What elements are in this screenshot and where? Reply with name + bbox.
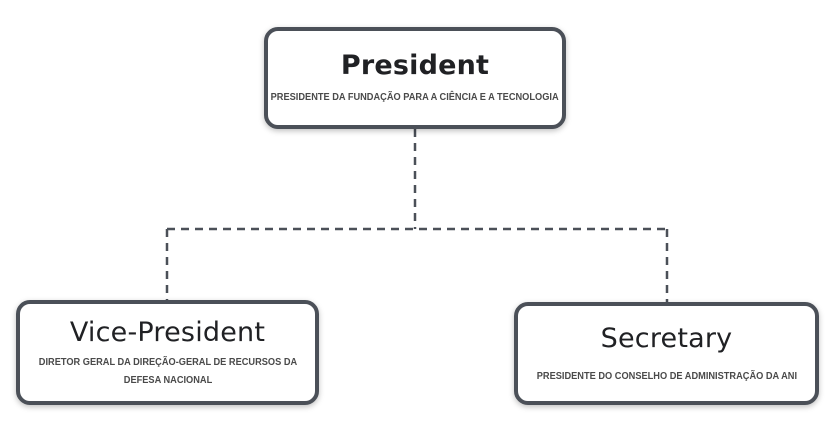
node-secretary: Secretary PRESIDENTE DO CONSELHO DE ADMI… bbox=[514, 302, 819, 405]
node-title: Secretary bbox=[600, 322, 733, 354]
node-title: President bbox=[340, 50, 490, 81]
node-vice-president: Vice-President DIRETOR GERAL DA DIREÇÃO-… bbox=[16, 300, 319, 405]
node-subtitle: DIRETOR GERAL DA DIREÇÃO-GERAL DE RECURS… bbox=[38, 355, 297, 386]
node-title: Vice-President bbox=[69, 316, 266, 348]
node-subtitle: PRESIDENTE DO CONSELHO DE ADMINISTRAÇÃO … bbox=[536, 369, 797, 382]
node-subtitle: PRESIDENTE DA FUNDAÇÃO PARA A CIÊNCIA E … bbox=[271, 91, 560, 103]
node-president: President PRESIDENTE DA FUNDAÇÃO PARA A … bbox=[264, 27, 566, 129]
